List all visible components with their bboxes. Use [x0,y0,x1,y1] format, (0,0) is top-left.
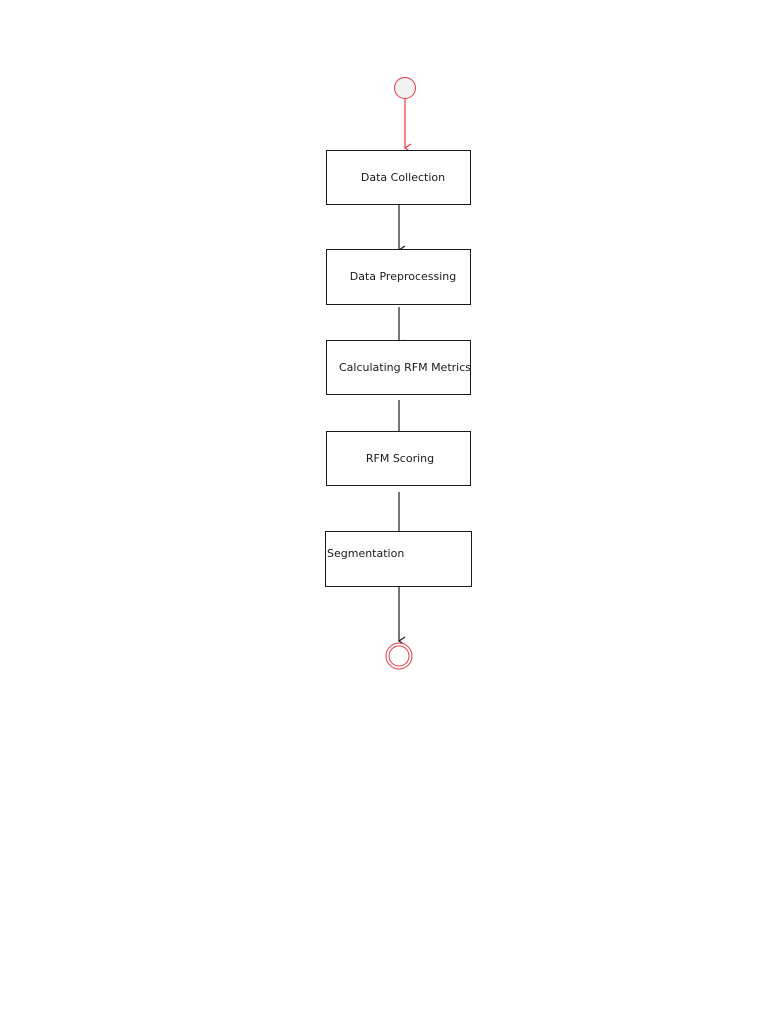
activity-label: Calculating RFM Metrics [339,361,471,374]
activity-label: Segmentation [327,547,404,560]
activity-rfm-scoring: RFM Scoring [326,431,471,486]
activity-data-collection: Data Collection [326,150,471,205]
activity-calculating-rfm-metrics: Calculating RFM Metrics [326,340,471,395]
activity-label: RFM Scoring [366,452,434,465]
activity-data-preprocessing: Data Preprocessing [326,249,471,305]
final-node [385,642,413,670]
start-node [394,77,416,99]
activity-segmentation: Segmentation [325,531,472,587]
activity-label: Data Preprocessing [350,270,457,283]
activity-label: Data Collection [361,171,445,184]
